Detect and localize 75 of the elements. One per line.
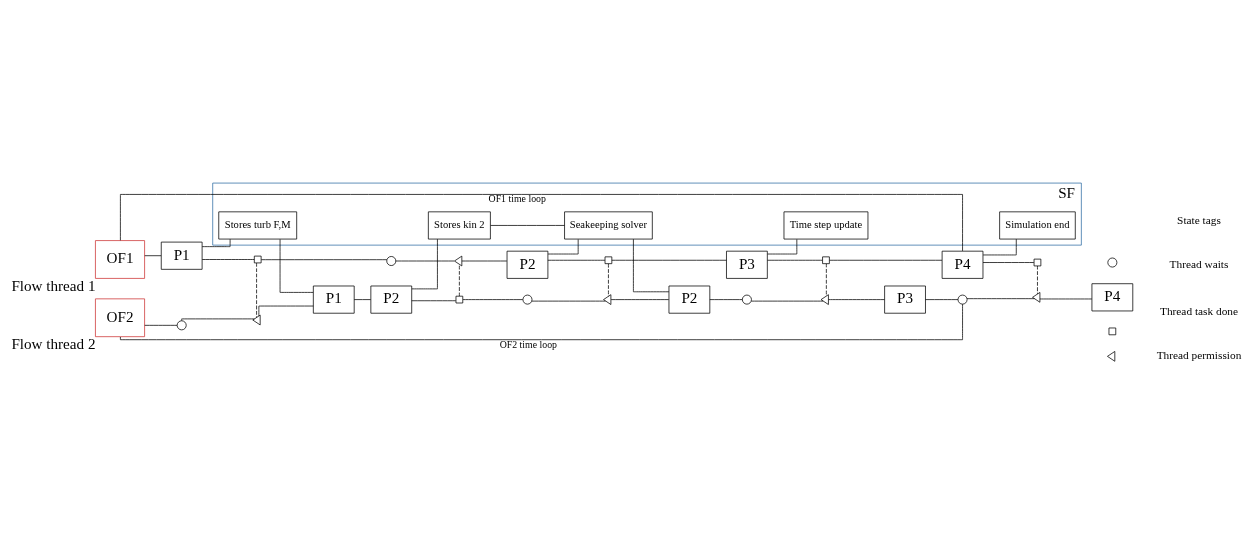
connector [982, 238, 1017, 255]
connector [751, 300, 824, 301]
node-triangle [820, 293, 829, 305]
node-circle [522, 294, 533, 304]
node-triangle [454, 255, 463, 266]
node-box: P2 [370, 285, 413, 314]
node-label: Flow thread 1 [11, 277, 96, 294]
connector [610, 298, 670, 300]
connector [258, 305, 314, 316]
connector [353, 298, 372, 300]
node-circle [386, 255, 397, 266]
node-box: Time step update [783, 210, 869, 239]
connector [547, 259, 606, 261]
connector [982, 261, 1035, 263]
node-box: Stores kin 2 [427, 210, 491, 239]
connector [201, 258, 255, 260]
connector [767, 238, 798, 254]
connector [144, 324, 178, 326]
connector [925, 298, 959, 300]
connector [120, 303, 963, 340]
node-triangle [603, 293, 612, 305]
connector [260, 258, 388, 260]
node-triangle [1032, 291, 1041, 303]
node-box: P1 [312, 285, 355, 314]
connector [608, 263, 609, 297]
node-circle [742, 294, 752, 304]
connector [395, 260, 455, 261]
connector [411, 238, 438, 289]
connector [411, 299, 457, 301]
edge-label: OF2 time loop [499, 338, 558, 350]
connector [181, 318, 255, 321]
node-box: Stores turb F,M [218, 210, 298, 239]
node-box: OF2 [95, 297, 145, 337]
legend-label: Thread permission [1156, 348, 1242, 361]
node-box: Seakeeping solver [564, 210, 653, 239]
connector [1037, 265, 1038, 294]
node-triangle [252, 314, 261, 325]
edge-label: OF1 time loop [488, 192, 546, 204]
node-box [455, 295, 464, 303]
connector [144, 254, 162, 256]
connector [966, 297, 1035, 299]
node-box [1033, 258, 1042, 266]
node-box: P2 [506, 250, 549, 279]
connector [256, 262, 257, 318]
node-box: P4 [941, 250, 984, 279]
connector [633, 238, 670, 292]
node-box: P3 [884, 285, 926, 314]
node-box: P2 [668, 285, 711, 314]
node-box: P1 [160, 241, 203, 270]
connector [120, 193, 963, 251]
connector [201, 238, 231, 247]
connector [829, 259, 943, 261]
node-box: P4 [1091, 282, 1134, 311]
node-box [822, 255, 830, 264]
node-box: P3 [726, 250, 768, 279]
legend-label: Thread waits [1169, 257, 1229, 270]
connector [279, 238, 314, 293]
node-box [253, 255, 262, 263]
legend-label: Thread task done [1160, 304, 1239, 317]
connector [825, 263, 827, 296]
node-box: OF1 [95, 239, 145, 279]
node-label: Flow thread 2 [11, 335, 96, 352]
label: State tags [1177, 213, 1221, 226]
connector [709, 298, 743, 300]
node-box [604, 255, 613, 264]
connector [767, 259, 823, 261]
node-circle [957, 294, 968, 304]
node-circle [176, 319, 187, 330]
connector [531, 300, 606, 301]
connector [459, 263, 460, 296]
node-box: Simulation end [999, 210, 1076, 239]
connector [462, 298, 524, 300]
connector [611, 259, 727, 261]
connector [490, 224, 565, 226]
connector [828, 298, 885, 300]
